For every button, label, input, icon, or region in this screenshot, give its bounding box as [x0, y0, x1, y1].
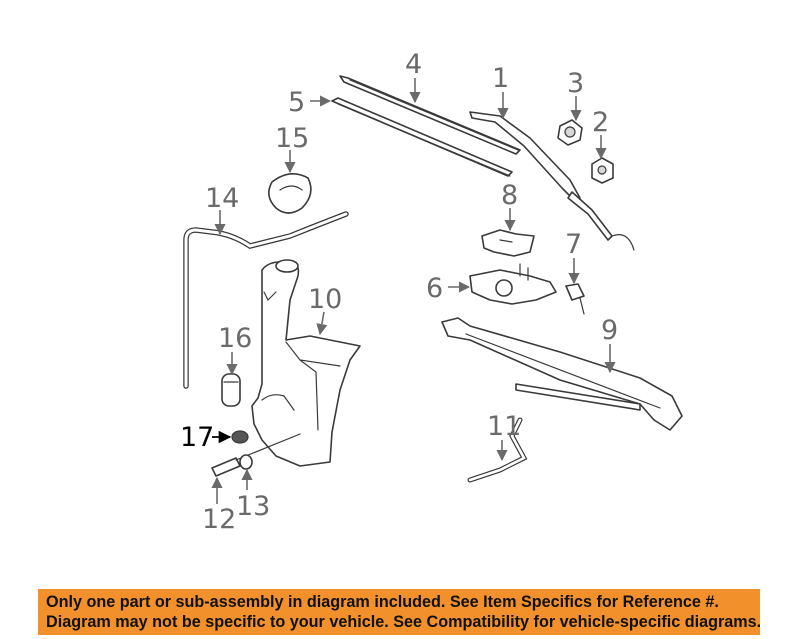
callout-10: 10	[308, 284, 342, 315]
reservoir-part-10	[251, 259, 361, 467]
grommet-part-13	[239, 454, 253, 470]
nut-part-2	[591, 157, 614, 184]
callout-6: 6	[426, 273, 443, 304]
callout-2: 2	[592, 107, 609, 138]
disclaimer-banner: Only one part or sub-assembly in diagram…	[38, 589, 762, 635]
leader-10	[316, 311, 328, 336]
bracket-part-8	[481, 229, 535, 257]
wiper-blade-part-4	[339, 75, 521, 155]
connector-part-7	[565, 283, 585, 315]
wiper-motor-part-6	[469, 263, 557, 305]
parts-diagram: 1 2 3 4 5 6 7 8 9 10 11 12 13 14 15 16 1…	[180, 49, 683, 535]
disclaimer-line-1: Only one part or sub-assembly in diagram…	[46, 593, 719, 611]
callout-17: 17	[180, 422, 214, 453]
cap-part-3	[557, 119, 583, 146]
callout-3: 3	[567, 68, 584, 99]
callout-8: 8	[501, 180, 518, 211]
disclaimer-line-2: Diagram may not be specific to your vehi…	[46, 613, 762, 631]
seal-part-17	[231, 430, 249, 444]
callout-5: 5	[288, 87, 305, 118]
callout-14: 14	[205, 183, 239, 214]
callout-9: 9	[601, 315, 618, 346]
callout-4: 4	[405, 49, 422, 80]
linkage-part-9	[441, 317, 683, 431]
callout-11: 11	[487, 411, 521, 442]
callout-16: 16	[218, 323, 252, 354]
hose-part-11	[467, 417, 528, 483]
grommet-part-15	[268, 173, 312, 214]
callout-15: 15	[275, 123, 309, 154]
callout-1: 1	[492, 63, 509, 94]
washer-hose-part-14	[183, 211, 349, 389]
washer-pump-part-16	[221, 373, 241, 407]
callout-13: 13	[236, 491, 270, 522]
blade-refill-part-5	[331, 97, 513, 177]
callout-7: 7	[565, 229, 582, 260]
callout-12: 12	[202, 504, 236, 535]
wiper-arm-part-1	[469, 111, 635, 251]
